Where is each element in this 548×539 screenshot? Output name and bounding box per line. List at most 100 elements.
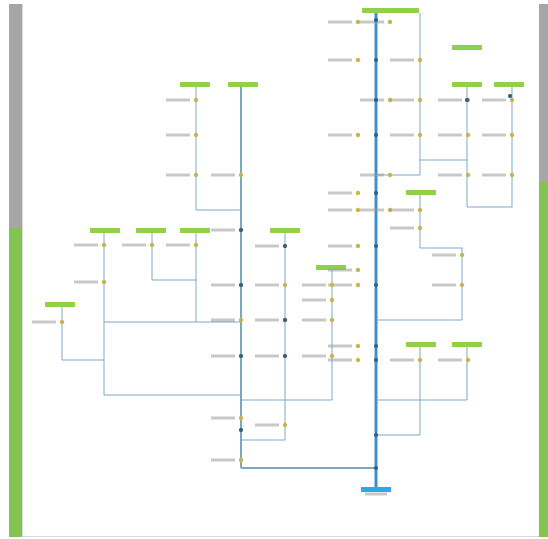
junction-dot [239, 228, 243, 232]
node-marker [238, 457, 244, 463]
node-text-placeholder [438, 358, 462, 362]
node-text-placeholder [328, 208, 352, 212]
node-text-placeholder [166, 98, 190, 102]
node-marker [387, 19, 393, 25]
node-text-placeholder [255, 318, 279, 322]
node-text-placeholder [360, 208, 384, 212]
node-marker [193, 172, 199, 178]
node-text-placeholder [211, 354, 235, 358]
junction-dot [283, 244, 287, 248]
node-marker [355, 207, 361, 213]
node-marker [238, 415, 244, 421]
node-text-placeholder [390, 58, 414, 62]
junction-dot [239, 428, 243, 432]
node-marker [282, 422, 288, 428]
node-marker [193, 132, 199, 138]
header-l2 [136, 228, 166, 233]
node-marker [417, 207, 423, 213]
junction-dot [374, 58, 378, 62]
node-marker [459, 252, 465, 258]
header-r3 [494, 82, 524, 87]
node-text-placeholder [211, 283, 235, 287]
right-band-green [539, 182, 548, 537]
node-marker [149, 242, 155, 248]
junction-dot [374, 133, 378, 137]
node-text-placeholder [390, 133, 414, 137]
root-node [361, 487, 391, 492]
node-marker [282, 282, 288, 288]
node-marker [355, 132, 361, 138]
node-text-placeholder [432, 253, 456, 257]
page-border-bottom [22, 536, 539, 537]
node-marker [465, 132, 471, 138]
node-text-placeholder [255, 283, 279, 287]
header-r5 [406, 342, 436, 347]
node-text-placeholder [328, 283, 352, 287]
junction-dot [283, 318, 287, 322]
junction-dot [239, 283, 243, 287]
node-text-placeholder [328, 20, 352, 24]
right-band-gray [539, 4, 548, 182]
node-text-placeholder [302, 283, 326, 287]
node-text-placeholder [211, 173, 235, 177]
root-label-placeholder [365, 492, 387, 496]
node-text-placeholder [328, 191, 352, 195]
node-marker [459, 282, 465, 288]
node-text-placeholder [211, 318, 235, 322]
node-marker [387, 172, 393, 178]
node-text-placeholder [255, 354, 279, 358]
node-text-placeholder [74, 243, 98, 247]
junction-dot [374, 244, 378, 248]
node-text-placeholder [438, 173, 462, 177]
junction-dot [283, 354, 287, 358]
node-marker [193, 242, 199, 248]
node-marker [355, 357, 361, 363]
node-text-placeholder [211, 228, 235, 232]
branch-r3-link [467, 180, 513, 208]
node-marker [355, 243, 361, 249]
header-l1 [90, 228, 120, 233]
node-marker [329, 282, 335, 288]
node-marker [329, 297, 335, 303]
node-text-placeholder [255, 244, 279, 248]
node-marker [101, 279, 107, 285]
page-border-left [22, 4, 23, 537]
node-text-placeholder [166, 243, 190, 247]
node-marker [417, 225, 423, 231]
header-c2 [228, 82, 258, 87]
node-text-placeholder [390, 98, 414, 102]
node-text-placeholder [328, 133, 352, 137]
node-text-placeholder [438, 98, 462, 102]
node-text-placeholder [360, 173, 384, 177]
node-text-placeholder [211, 458, 235, 462]
node-text-placeholder [328, 358, 352, 362]
node-text-placeholder [328, 268, 352, 272]
node-marker [417, 357, 423, 363]
left-band-green [9, 228, 22, 537]
node-text-placeholder [122, 243, 146, 247]
left-band-gray [9, 4, 22, 228]
node-text-placeholder [328, 344, 352, 348]
node-text-placeholder [390, 208, 414, 212]
junction-dot [374, 98, 378, 102]
node-marker [465, 357, 471, 363]
junction-dot [374, 283, 378, 287]
node-marker [355, 57, 361, 63]
header-c1 [180, 82, 210, 87]
node-marker [509, 132, 515, 138]
node-text-placeholder [255, 423, 279, 427]
node-text-placeholder [360, 20, 384, 24]
junction-dot [374, 18, 378, 22]
junction-dot [374, 191, 378, 195]
node-text-placeholder [328, 58, 352, 62]
node-text-placeholder [482, 98, 506, 102]
trunk-header [362, 8, 390, 13]
trunk-header-2 [389, 8, 419, 13]
branch-r4-link [420, 247, 463, 320]
node-marker [509, 172, 515, 178]
node-marker [509, 97, 515, 103]
node-text-placeholder [302, 354, 326, 358]
node-text-placeholder [390, 226, 414, 230]
header-r1 [452, 45, 482, 50]
